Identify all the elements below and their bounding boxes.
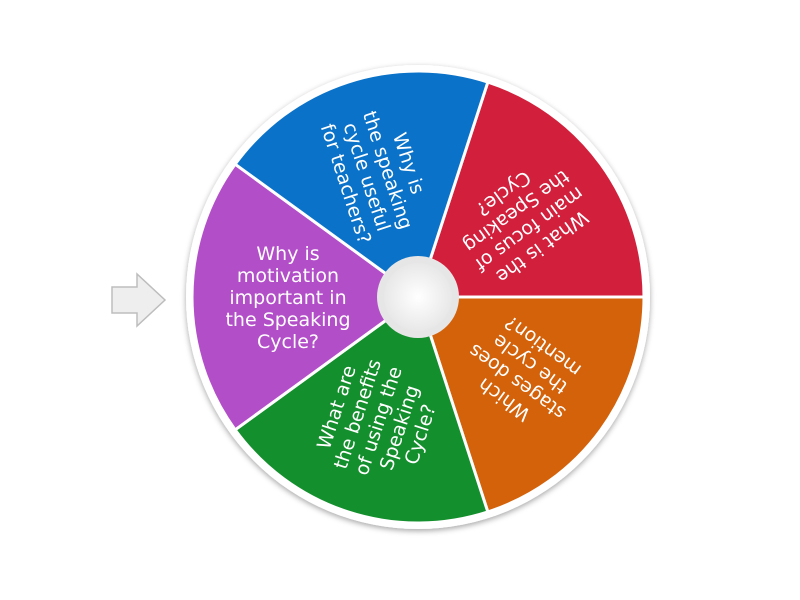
wheel-hub-inner bbox=[384, 263, 452, 331]
segment-label-line: Why is bbox=[256, 243, 319, 265]
wheel-segment-5[interactable] bbox=[233, 69, 490, 300]
wheel-segment-label-3: What arethe benefitsof using theSpeaking… bbox=[309, 350, 449, 492]
segment-label-line: important in bbox=[229, 287, 346, 309]
arrow-right-icon bbox=[111, 272, 167, 328]
segment-label-line: the Speaking bbox=[225, 309, 350, 331]
segment-label-line: motivation bbox=[237, 265, 339, 287]
wheel-segment-2[interactable] bbox=[415, 295, 646, 514]
wheel-segment-4[interactable] bbox=[190, 162, 421, 432]
segment-label-line: Cycle? bbox=[257, 331, 319, 353]
wheel-segment-3[interactable] bbox=[233, 294, 490, 525]
wheel-segments[interactable]: What is themain focus ofthe SpeakingCycl… bbox=[190, 69, 646, 525]
wheel-segment-1[interactable] bbox=[415, 80, 646, 299]
